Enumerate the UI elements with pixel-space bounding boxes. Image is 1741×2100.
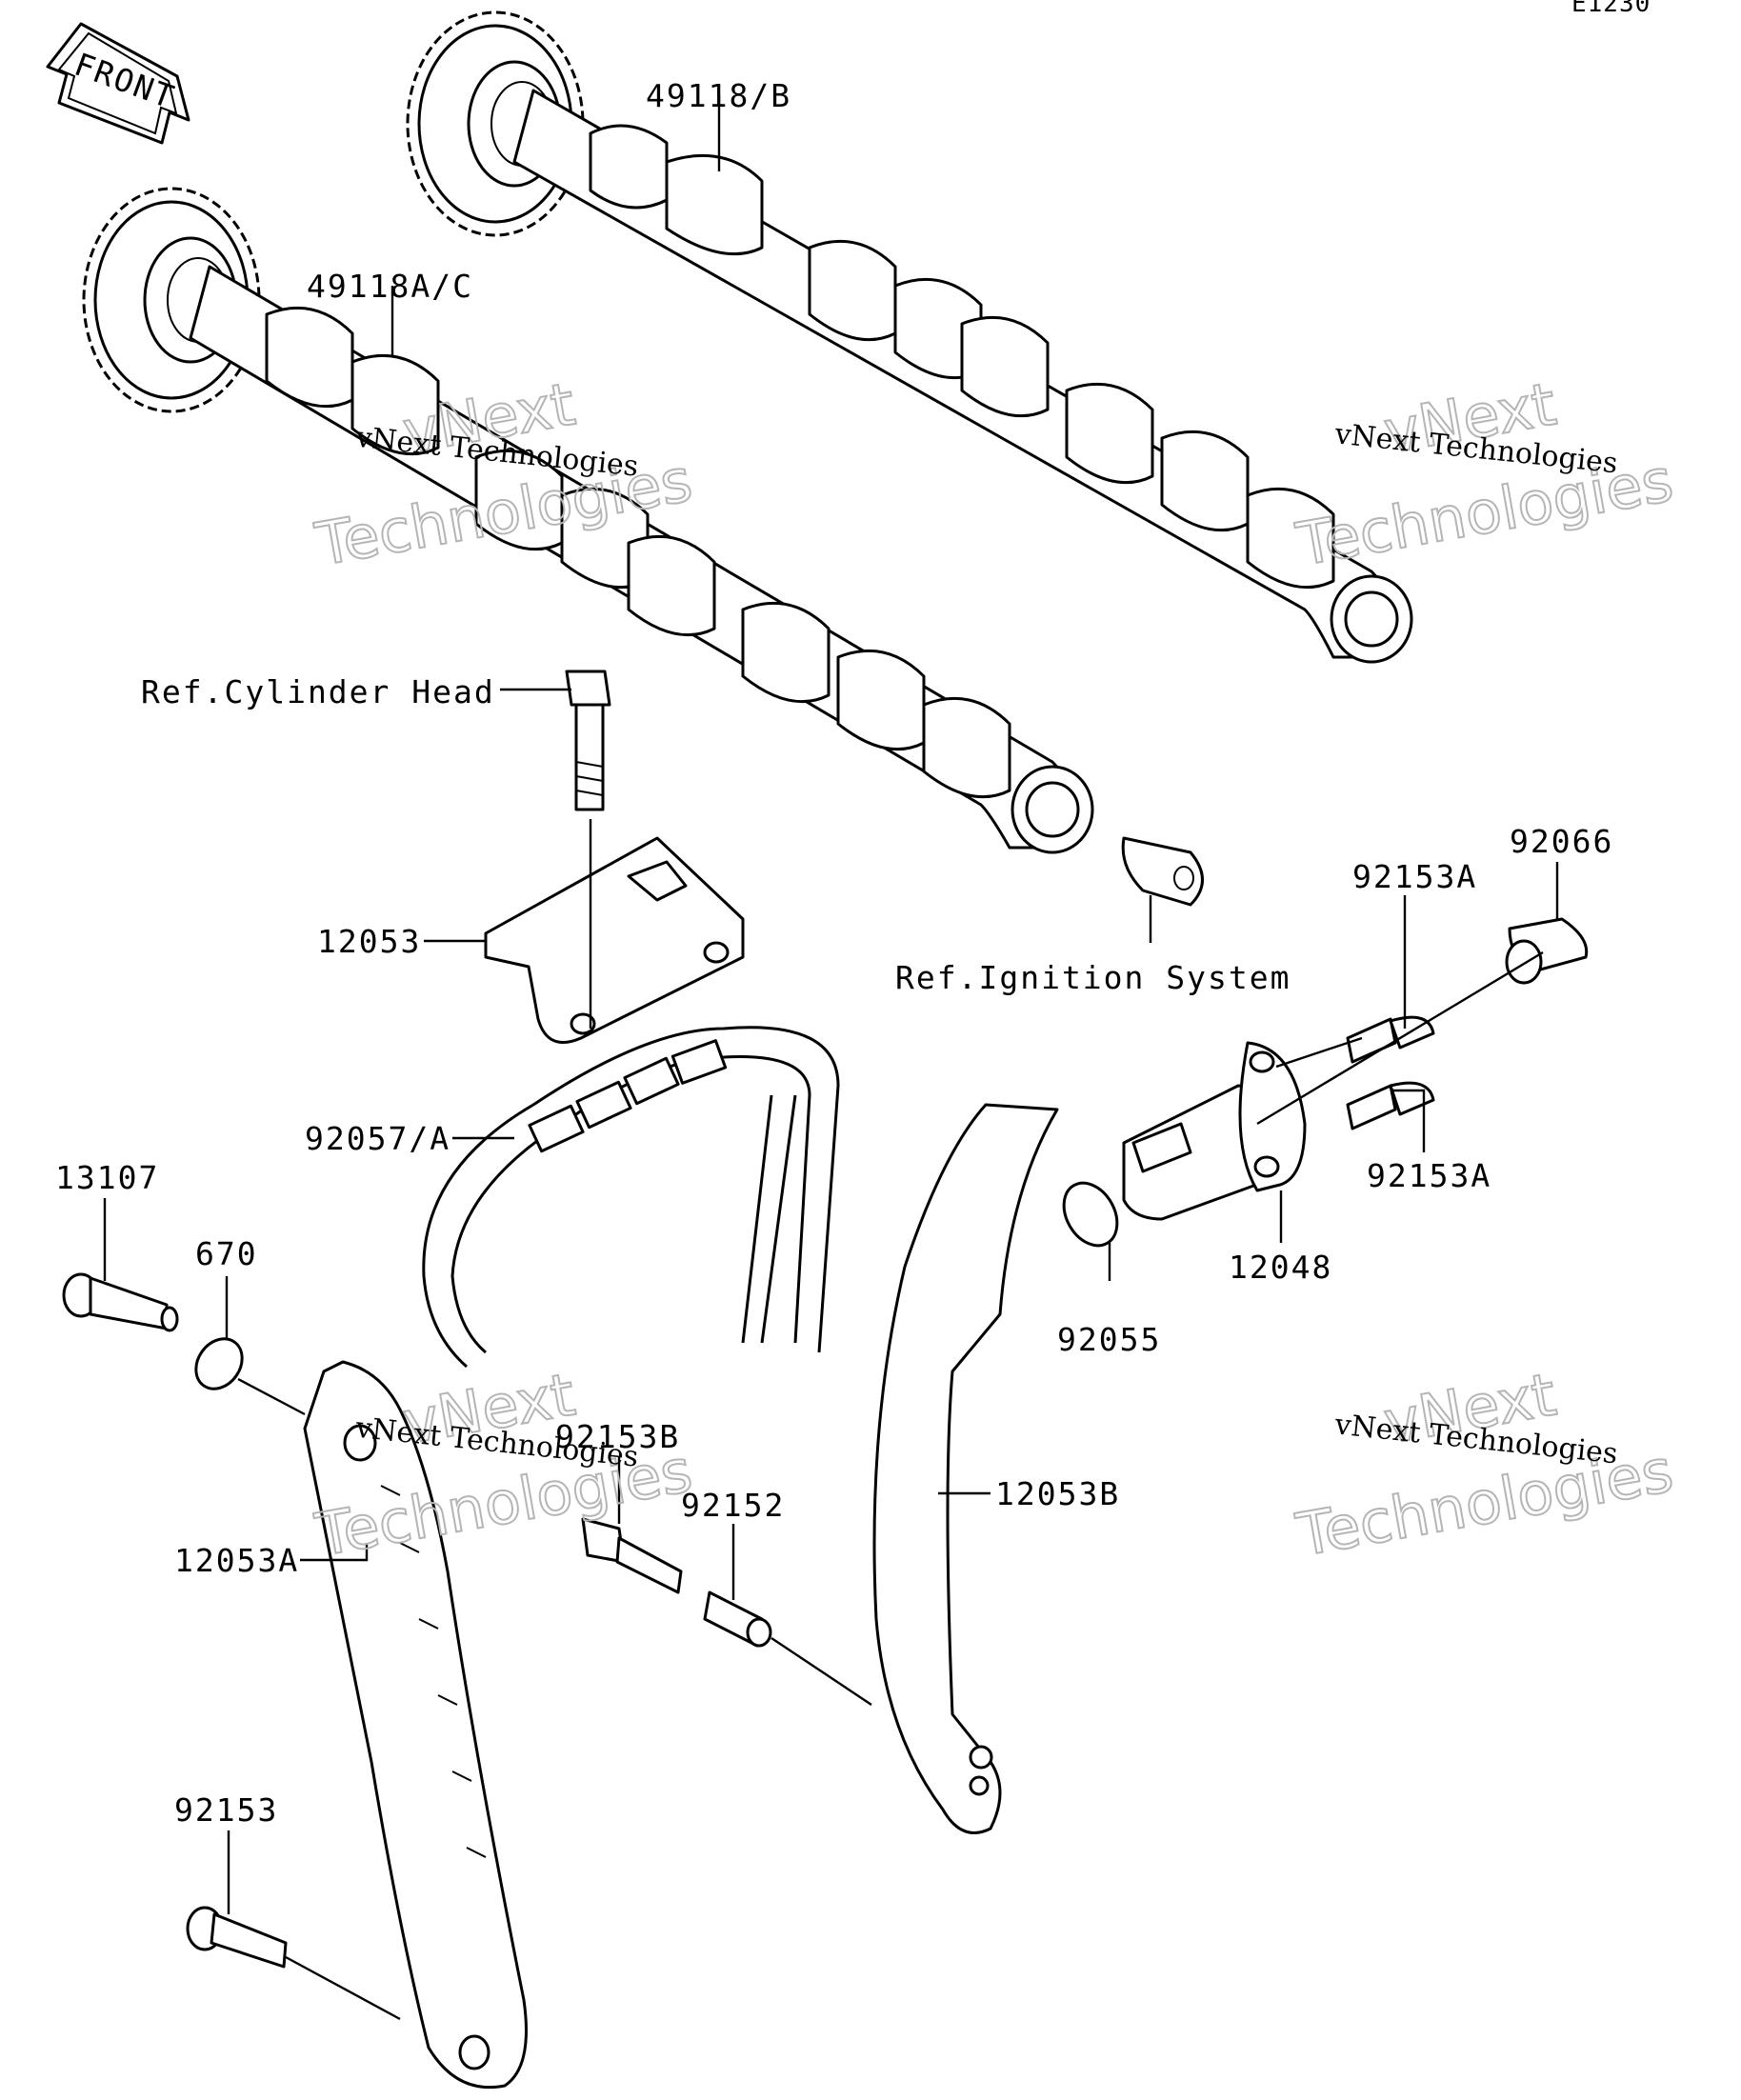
label-ref-ignition-system: Ref.Ignition System: [895, 959, 1291, 996]
upper-chain-guide: [484, 836, 745, 1044]
bolt-92153: [186, 1906, 288, 1969]
label-49118-b: 49118/B: [646, 77, 791, 114]
label-92055: 92055: [1057, 1321, 1161, 1358]
tensioner-gasket: [1062, 1181, 1119, 1248]
cam-chain-tensioner: [1122, 1041, 1307, 1221]
guide-bolt-13107: [62, 1272, 179, 1332]
collar-92152: [703, 1590, 772, 1648]
rear-chain-guide: [872, 1103, 1059, 1834]
bolt-92153b: [581, 1517, 683, 1594]
label-12048: 12048: [1229, 1249, 1332, 1286]
leader-lines: [103, 95, 1559, 2021]
label-92153a-upper: 92153A: [1352, 858, 1477, 895]
label-92152: 92152: [681, 1487, 785, 1524]
tensioner-bolt-upper: [1346, 1015, 1435, 1064]
label-92153a-lower: 92153A: [1367, 1157, 1491, 1194]
label-92153: 92153: [174, 1791, 278, 1829]
label-92153b: 92153B: [555, 1418, 680, 1455]
front-chain-guide: [303, 1360, 528, 2090]
ignition-rotor: [1121, 836, 1204, 907]
cylinder-head-bolt: [565, 670, 611, 811]
label-13107: 13107: [55, 1159, 159, 1196]
diagram-code: E1230: [1571, 0, 1651, 18]
part-labels: 49118/B 49118A/C Ref.Cylinder Head 12053…: [55, 77, 1613, 1829]
intake-camshaft: [82, 187, 1094, 854]
label-670: 670: [195, 1235, 258, 1272]
cam-chain: [422, 1026, 840, 1369]
o-ring-670: [194, 1337, 244, 1390]
label-49118a-c: 49118A/C: [307, 268, 473, 305]
label-92057-a: 92057/A: [305, 1120, 450, 1157]
label-12053: 12053: [317, 923, 421, 960]
label-12053a: 12053A: [174, 1542, 299, 1579]
chain-links: [528, 1039, 728, 1153]
front-arrow-icon: FRONT: [46, 22, 190, 145]
label-12053b: 12053B: [995, 1475, 1120, 1512]
tensioner-cap-bolt: [1505, 917, 1589, 985]
label-92066: 92066: [1510, 823, 1613, 860]
exhaust-camshaft: [406, 10, 1413, 664]
label-ref-cylinder-head: Ref.Cylinder Head: [141, 673, 495, 710]
